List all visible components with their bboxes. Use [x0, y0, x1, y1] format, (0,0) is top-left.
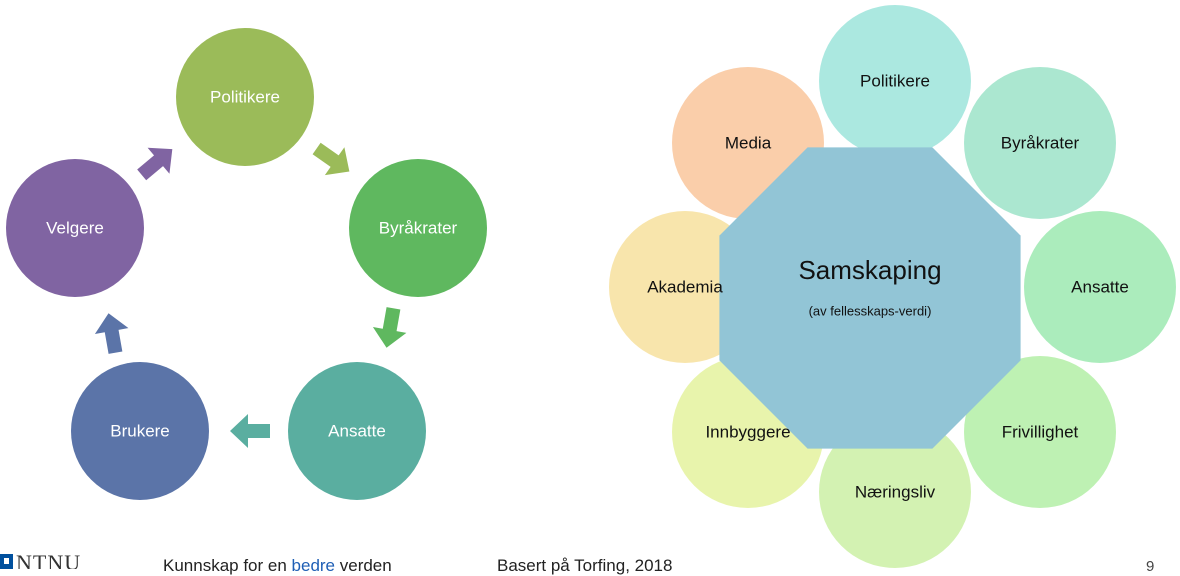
cycle-node-label-velgere: Velgere — [46, 218, 104, 237]
cocreation-center-title: Samskaping — [798, 255, 941, 285]
petal-naeringsliv — [819, 416, 971, 568]
cycle-node-ansatte — [288, 362, 426, 500]
cycle-node-label-byrakrater: Byråkrater — [379, 218, 458, 237]
ntnu-logo: NTNU — [0, 554, 140, 569]
cycle-node-label-politikere: Politikere — [210, 87, 280, 106]
petal-label-akademia: Akademia — [647, 277, 723, 296]
logo-text: NTNU — [16, 554, 82, 569]
cycle-node-politikere — [176, 28, 314, 166]
cocreation-center-octagon — [719, 147, 1021, 449]
cocreation-petals — [609, 5, 1176, 568]
cycle-node-brukere — [71, 362, 209, 500]
cycle-node-byrakrater — [349, 159, 487, 297]
cycle-arrow-4 — [94, 313, 129, 354]
tagline: Kunnskap for en bedre verden — [163, 556, 392, 576]
footer: NTNU Kunnskap for en bedre verden Basert… — [0, 540, 1180, 575]
petal-frivillighet — [964, 356, 1116, 508]
ntnu-logo-icon — [0, 554, 13, 569]
cocreation-center-subtitle: (av fellesskaps-verdi) — [809, 303, 932, 318]
petal-label-media: Media — [725, 133, 772, 152]
cycle-node-label-ansatte: Ansatte — [328, 421, 386, 440]
petal-ansatte — [1024, 211, 1176, 363]
petal-label-politikere: Politikere — [860, 71, 930, 90]
petal-label-byrakrater: Byråkrater — [1001, 133, 1080, 152]
tagline-pre: Kunnskap for en — [163, 556, 292, 575]
cycle-node-label-brukere: Brukere — [110, 421, 170, 440]
cycle-arrow-2 — [372, 307, 407, 348]
cycle-arrow-5 — [137, 147, 173, 181]
petal-politikere — [819, 5, 971, 157]
petal-label-naeringsliv: Næringsliv — [855, 482, 936, 501]
tagline-highlight: bedre — [291, 556, 336, 575]
cycle-arrow-1 — [312, 142, 350, 176]
cocreation-petal-labels: PolitikereByråkraterAnsatteFrivillighetN… — [647, 71, 1129, 501]
petal-byrakrater — [964, 67, 1116, 219]
source-citation: Basert på Torfing, 2018 — [497, 556, 673, 575]
petal-label-frivillighet: Frivillighet — [1002, 422, 1079, 441]
cycle-arrow-3 — [230, 414, 270, 448]
cocreation-center: Samskaping (av fellesskaps-verdi) — [719, 147, 1021, 449]
cycle-arrows — [94, 142, 407, 448]
cycle-node-velgere — [6, 159, 144, 297]
petal-label-ansatte: Ansatte — [1071, 277, 1129, 296]
petal-label-innbyggere: Innbyggere — [705, 422, 790, 441]
tagline-post: verden — [335, 556, 392, 575]
page-number: 9 — [1146, 558, 1155, 575]
